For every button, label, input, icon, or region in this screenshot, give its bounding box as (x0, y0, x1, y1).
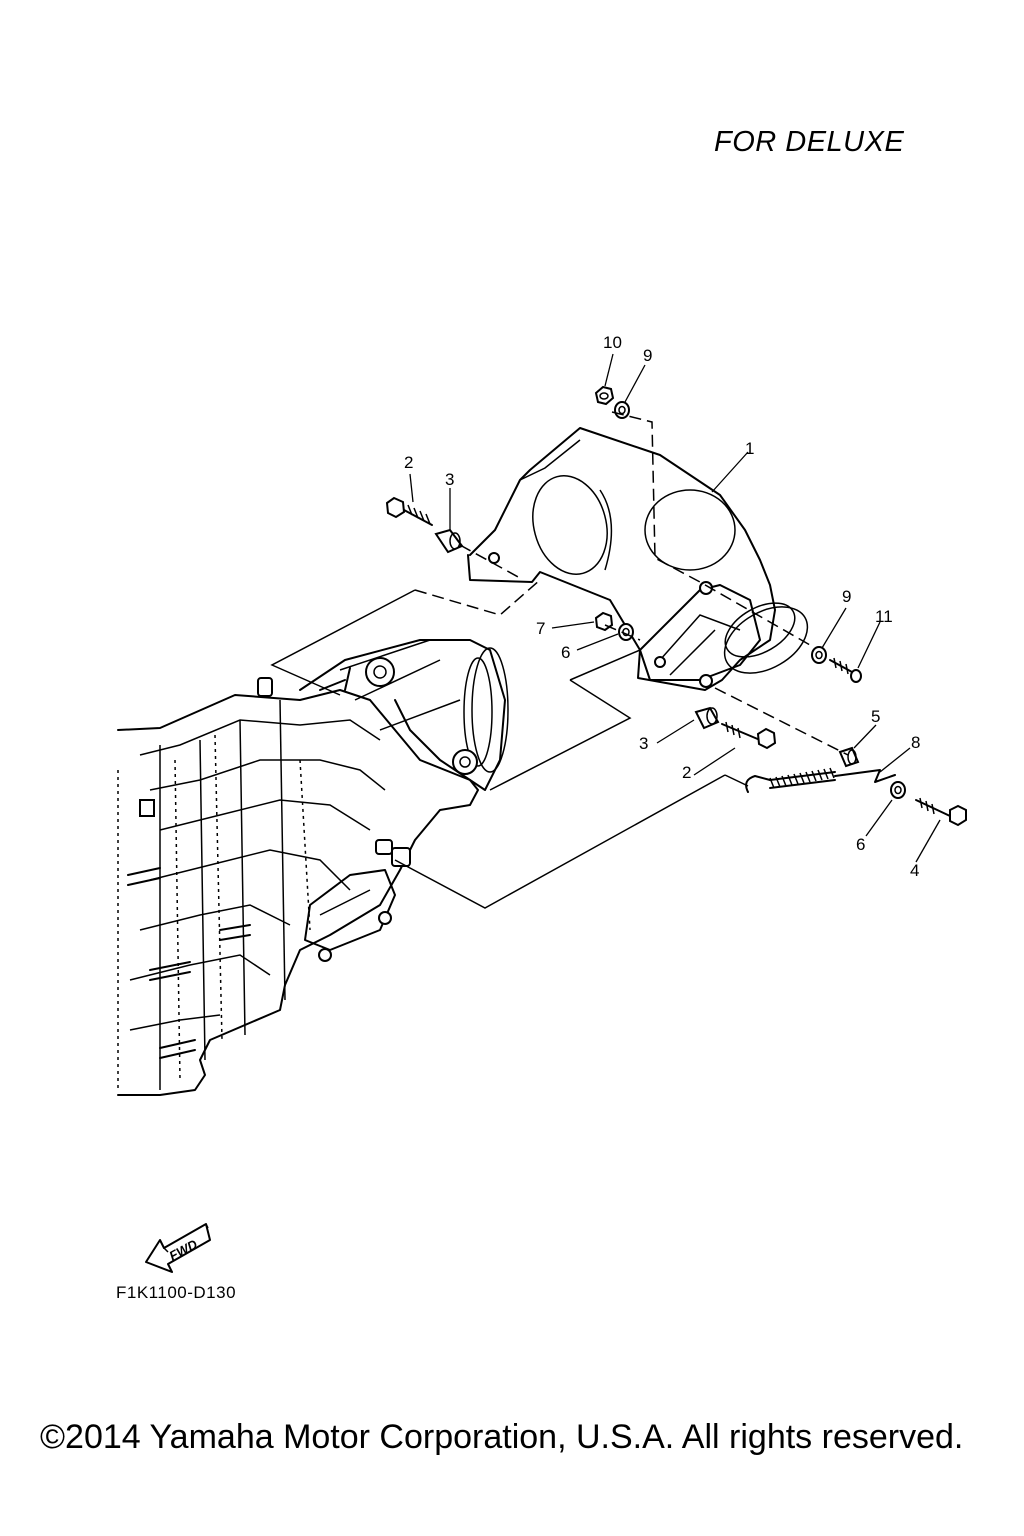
callout-6-lower: 6 (856, 835, 865, 854)
callout-6-mid: 6 (561, 643, 570, 662)
assembly-lines (270, 411, 849, 909)
callout-4: 4 (910, 861, 919, 880)
callout-1: 1 (745, 439, 754, 458)
callout-11: 11 (875, 607, 893, 626)
reverse-gate-part-1 (467, 427, 809, 691)
nozzle-duct (299, 639, 509, 962)
callout-leaders (409, 353, 941, 863)
callout-9-top: 9 (643, 346, 652, 365)
callout-2-top: 2 (404, 453, 413, 472)
copyright-notice: ©2014 Yamaha Motor Corporation, U.S.A. A… (40, 1418, 964, 1456)
jet-pump-housing (117, 677, 479, 1096)
fwd-label: FWD (167, 1236, 201, 1263)
callout-5: 5 (871, 707, 880, 726)
callout-2-lower: 2 (682, 763, 691, 782)
page-title: FOR DELUXE (714, 126, 905, 158)
callout-3-top: 3 (445, 470, 454, 489)
fwd-arrow-icon: FWD (145, 1223, 211, 1273)
callout-10: 10 (603, 333, 622, 352)
callout-3-lower: 3 (639, 734, 648, 753)
callout-labels: 10 9 1 2 3 7 6 9 11 5 3 8 2 6 4 (404, 333, 920, 880)
callout-8: 8 (911, 733, 920, 752)
callout-9-right: 9 (842, 587, 851, 606)
drawing-code: F1K1100-D130 (116, 1283, 237, 1302)
callout-7: 7 (536, 619, 545, 638)
